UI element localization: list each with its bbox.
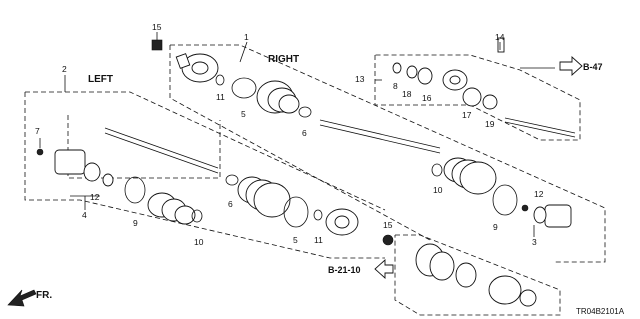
right-shaft <box>319 117 576 154</box>
callout-10-left: 10 <box>194 237 204 247</box>
callout-4: 4 <box>82 210 87 220</box>
callout-6-right: 6 <box>302 128 307 138</box>
callout-numbers: 1 2 3 4 5 5 6 6 7 8 9 9 10 10 11 11 12 1… <box>35 22 544 247</box>
callout-9-left: 9 <box>133 218 138 228</box>
right-inner-joint <box>521 204 572 228</box>
callout-7: 7 <box>35 126 40 136</box>
callout-9-right: 9 <box>493 222 498 232</box>
callout-12-right: 12 <box>534 189 544 199</box>
intermediate-bearing <box>392 37 555 110</box>
left-title: LEFT <box>88 74 113 85</box>
callout-12-left: 12 <box>90 192 100 202</box>
front-arrow: FR. <box>7 289 52 307</box>
left-clamp-5 <box>283 196 309 228</box>
callout-6-left: 6 <box>228 199 233 209</box>
arrow-b47[interactable]: B-47 <box>559 55 603 77</box>
intermediate-shaft-frame <box>374 54 581 141</box>
left-outer-joint <box>313 208 359 236</box>
left-boot-inner <box>147 192 196 225</box>
callout-5-right: 5 <box>241 109 246 119</box>
left-ring-10 <box>191 209 203 223</box>
arrow-b2110[interactable]: B-21-10 <box>328 258 394 280</box>
diagram-code: TR04B2101A <box>576 307 625 316</box>
callout-1: 1 <box>244 32 249 42</box>
left-shaft <box>104 127 219 174</box>
right-clamp-9 <box>492 184 518 216</box>
callout-15-top: 15 <box>152 22 162 32</box>
callout-13: 13 <box>355 74 365 84</box>
callout-19: 19 <box>485 119 495 129</box>
callout-14: 14 <box>495 32 505 42</box>
lower-detail-frame <box>394 234 561 316</box>
callout-18: 18 <box>402 89 412 99</box>
left-clamp-9 <box>124 176 146 204</box>
left-shaft-frame <box>67 115 221 179</box>
right-ring-10 <box>431 163 443 177</box>
front-arrow-icon <box>7 289 37 307</box>
callout-2: 2 <box>62 64 67 74</box>
right-outer-joint <box>175 53 219 83</box>
right-ring-11 <box>215 74 225 86</box>
callout-11-right: 11 <box>216 92 225 102</box>
callout-16: 16 <box>422 93 432 103</box>
callout-15-bottom: 15 <box>383 220 393 230</box>
ref-b2110-label[interactable]: B-21-10 <box>328 265 361 275</box>
right-clamp-6 <box>298 106 312 118</box>
left-clamp-6 <box>225 174 239 186</box>
right-boot-outer <box>256 80 300 114</box>
right-title: RIGHT <box>268 54 299 65</box>
right-clamp-5 <box>231 77 257 99</box>
left-assembly-frame <box>24 91 386 259</box>
right-assembly-frame <box>169 44 606 263</box>
lower-detail-parts <box>382 234 537 307</box>
callout-5-left: 5 <box>293 235 298 245</box>
front-label: FR. <box>36 290 52 301</box>
ref-b47-label[interactable]: B-47 <box>583 62 603 72</box>
right-boot-inner <box>443 157 497 195</box>
callout-8: 8 <box>393 81 398 91</box>
callout-10-right: 10 <box>433 185 443 195</box>
callout-17: 17 <box>462 110 472 120</box>
bolt-15-top <box>151 39 163 51</box>
leader-lines <box>39 32 535 237</box>
left-boot-outer <box>237 176 291 218</box>
left-inner-joint <box>36 148 114 187</box>
callout-11-left: 11 <box>314 235 323 245</box>
callout-3: 3 <box>532 237 537 247</box>
